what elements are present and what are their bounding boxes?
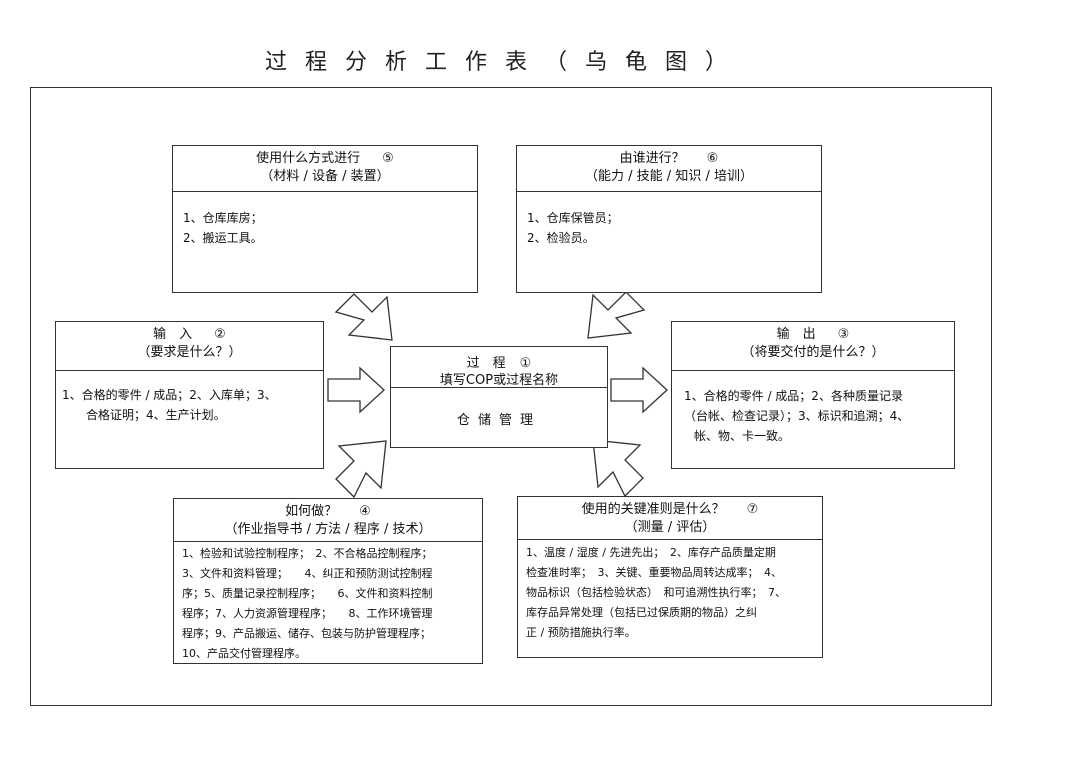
method-item: 1、仓库库房； bbox=[183, 211, 263, 225]
output-box-body: 1、合格的零件 / 成品；2、各种质量记录 （台帐、检查记录）；3、标识和追溯；… bbox=[684, 386, 946, 446]
method-box: 使用什么方式进行 ⑤ （材料 / 设备 / 装置） 1、仓库库房； 2、搬运工具。 bbox=[172, 145, 478, 293]
criteria-item: 1、温度 / 湿度 / 先进先出； 2、库存产品质量定期 bbox=[526, 546, 776, 559]
who-number-badge: ⑥ bbox=[706, 151, 719, 166]
method-header-title: 使用什么方式进行 bbox=[256, 151, 361, 166]
who-box-body: 1、仓库保管员； 2、检验员。 bbox=[527, 208, 813, 248]
arrow-criteria-to-process bbox=[592, 439, 644, 498]
page-title: 过程分析工作表（乌龟图） bbox=[264, 50, 745, 75]
who-box: 由谁进行？ ⑥ （能力 / 技能 / 知识 / 培训） 1、仓库保管员； 2、检验… bbox=[516, 145, 822, 293]
arrow-who-to-process bbox=[587, 291, 646, 339]
how-box-header: 如何做？ ④ （作业指导书 / 方法 / 程序 / 技术） bbox=[174, 499, 482, 542]
output-box: 输 出 ③ （将要交付的是什么？） 1、合格的零件 / 成品；2、各种质量记录 （… bbox=[671, 321, 955, 469]
criteria-box: 使用的关键准则是什么？ ⑦ （测量 / 评估） 1、温度 / 湿度 / 先进先出；… bbox=[517, 496, 823, 658]
input-item: 1、合格的零件 / 成品；2、入库单；3、 bbox=[62, 388, 277, 402]
process-name: 仓储管理 bbox=[456, 413, 541, 428]
method-number-badge: ⑤ bbox=[382, 151, 394, 166]
method-header-subtitle: （材料 / 设备 / 装置） bbox=[260, 169, 390, 184]
input-box: 输 入 ② （要求是什么？） 1、合格的零件 / 成品；2、入库单；3、 合格证明… bbox=[55, 321, 324, 469]
process-box: 过 程 ① 填写COP或过程名称 仓储管理 bbox=[390, 346, 608, 448]
process-divider bbox=[391, 387, 607, 388]
process-box-header: 过 程 ① 填写COP或过程名称 bbox=[391, 355, 607, 389]
who-item: 2、检验员。 bbox=[527, 231, 595, 245]
who-box-header: 由谁进行？ ⑥ （能力 / 技能 / 知识 / 培训） bbox=[517, 146, 821, 192]
how-item: 序；5、质量记录控制程序； 6、文件和资料控制 bbox=[182, 587, 433, 600]
input-header-title: 输 入 bbox=[153, 327, 193, 342]
output-item: 1、合格的零件 / 成品；2、各种质量记录 bbox=[684, 389, 903, 403]
criteria-item: 库存品异常处理（包括已过保质期的物品）之纠 bbox=[526, 606, 757, 619]
arrow-input-to-process bbox=[327, 366, 385, 414]
how-header-subtitle: （作业指导书 / 方法 / 程序 / 技术） bbox=[224, 522, 432, 537]
criteria-item: 正 / 预防措施执行率。 bbox=[526, 626, 636, 639]
how-item: 程序；9、产品搬运、储存、包装与防护管理程序； bbox=[182, 627, 431, 640]
criteria-header-subtitle: （测量 / 评估） bbox=[624, 520, 716, 535]
input-box-header: 输 入 ② （要求是什么？） bbox=[56, 322, 323, 371]
criteria-header-title: 使用的关键准则是什么？ bbox=[581, 502, 725, 517]
criteria-box-body: 1、温度 / 湿度 / 先进先出； 2、库存产品质量定期 检查准时率； 3、关键… bbox=[526, 543, 814, 643]
criteria-box-header: 使用的关键准则是什么？ ⑦ （测量 / 评估） bbox=[518, 497, 822, 540]
input-number-badge: ② bbox=[214, 327, 226, 342]
who-header-title: 由谁进行？ bbox=[619, 151, 685, 166]
output-header-title: 输 出 bbox=[776, 327, 816, 342]
arrow-method-to-process bbox=[334, 293, 393, 341]
how-item: 程序；7、人力资源管理程序； 8、工作环境管理 bbox=[182, 607, 433, 620]
output-item: （台帐、检查记录）；3、标识和追溯；4、 bbox=[684, 409, 910, 423]
process-number-badge: ① bbox=[519, 356, 532, 371]
method-box-header: 使用什么方式进行 ⑤ （材料 / 设备 / 装置） bbox=[173, 146, 477, 192]
output-item: 帐、物、卡一致。 bbox=[694, 429, 791, 443]
method-item: 2、搬运工具。 bbox=[183, 231, 263, 245]
how-header-title: 如何做？ bbox=[285, 504, 338, 519]
how-box: 如何做？ ④ （作业指导书 / 方法 / 程序 / 技术） 1、检验和试验控制程序… bbox=[173, 498, 483, 664]
output-number-badge: ③ bbox=[837, 327, 850, 342]
method-box-body: 1、仓库库房； 2、搬运工具。 bbox=[183, 208, 469, 248]
process-header-title: 过 程 bbox=[466, 356, 506, 371]
who-header-subtitle: （能力 / 技能 / 知识 / 培训） bbox=[585, 169, 753, 184]
output-box-header: 输 出 ③ （将要交付的是什么？） bbox=[672, 322, 954, 371]
how-item: 1、检验和试验控制程序； 2、不合格品控制程序； bbox=[182, 547, 433, 560]
criteria-number-badge: ⑦ bbox=[746, 502, 759, 517]
how-number-badge: ④ bbox=[359, 504, 371, 519]
output-header-subtitle: （将要交付的是什么？） bbox=[741, 345, 885, 360]
input-box-body: 1、合格的零件 / 成品；2、入库单；3、 合格证明；4、生产计划。 bbox=[62, 385, 315, 425]
input-header-subtitle: （要求是什么？） bbox=[137, 345, 242, 360]
how-item: 10、产品交付管理程序。 bbox=[182, 647, 306, 660]
arrow-how-to-process bbox=[335, 440, 387, 499]
criteria-item: 物品标识（包括检验状态） 和可追溯性执行率； 7、 bbox=[526, 586, 786, 599]
diagram-frame bbox=[30, 87, 992, 706]
who-item: 1、仓库保管员； bbox=[527, 211, 619, 225]
input-item: 合格证明；4、生产计划。 bbox=[62, 408, 226, 422]
process-header-subtitle: 填写COP或过程名称 bbox=[439, 373, 559, 388]
criteria-item: 检查准时率； 3、关键、重要物品周转达成率； 4、 bbox=[526, 566, 782, 579]
how-box-body: 1、检验和试验控制程序； 2、不合格品控制程序； 3、文件和资料管理； 4、纠正… bbox=[182, 544, 474, 664]
arrow-process-to-output bbox=[610, 366, 668, 414]
how-item: 3、文件和资料管理； 4、纠正和预防测试控制程 bbox=[182, 567, 433, 580]
